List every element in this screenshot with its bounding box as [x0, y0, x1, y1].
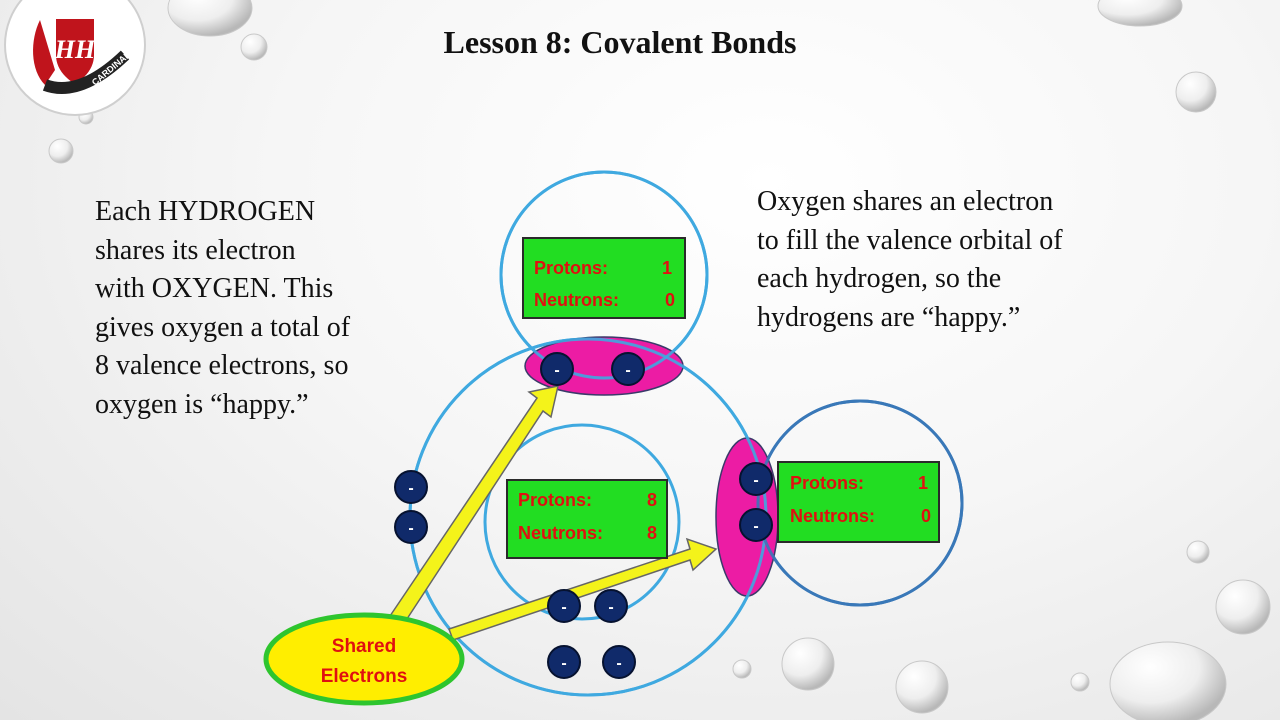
electron: -	[394, 470, 428, 504]
electron: -	[540, 352, 574, 386]
electron: -	[739, 462, 773, 496]
oxygen-info: Protons: 8 Neutrons: 8	[506, 479, 668, 559]
left-text-line: gives oxygen a total of	[95, 311, 351, 343]
protons-label: Protons:	[790, 473, 864, 493]
droplet	[1215, 579, 1271, 635]
neutrons-label: Neutrons:	[790, 506, 875, 526]
svg-text:-: -	[408, 480, 413, 497]
shared-label-line2: Electrons	[321, 666, 408, 687]
electron: -	[394, 510, 428, 544]
protons-value: 8	[647, 490, 657, 510]
shared-electrons-label: Shared Electrons	[263, 612, 465, 706]
svg-text:-: -	[625, 362, 630, 379]
svg-text:-: -	[561, 655, 566, 672]
droplet	[1097, 0, 1183, 27]
svg-text:-: -	[608, 599, 613, 616]
droplet	[167, 0, 253, 37]
right-text-line: to fill the valence orbital of	[757, 224, 1063, 256]
protons-value: 1	[918, 473, 928, 493]
left-text-line: with OXYGEN. This	[95, 273, 334, 304]
droplet	[732, 659, 752, 679]
left-text-line: 8 valence electrons, so	[95, 350, 349, 381]
right-hydrogen-info: Protons: 1 Neutrons: 0	[777, 461, 940, 543]
arrow-to-right-bond	[448, 537, 718, 641]
droplet	[1186, 540, 1210, 564]
electron: -	[594, 589, 628, 623]
svg-text:-: -	[753, 472, 758, 489]
electron: -	[611, 352, 645, 386]
right-text-line: hydrogens are “happy.”	[757, 301, 1021, 333]
neutrons-value: 8	[647, 523, 657, 543]
shared-label-line1: Shared	[332, 636, 396, 657]
droplet	[895, 660, 949, 714]
droplet	[240, 33, 268, 61]
svg-text:-: -	[616, 655, 621, 672]
electron: -	[547, 645, 581, 679]
electrons: - - - - - - - - - -	[394, 352, 773, 679]
svg-text:-: -	[554, 362, 559, 379]
svg-text:-: -	[561, 599, 566, 616]
electron: -	[602, 645, 636, 679]
arrow-to-top-bond	[388, 385, 559, 627]
right-explanation: Oxygen shares an electron to fill the va…	[757, 183, 1137, 337]
left-text-line: shares its electron	[95, 234, 296, 266]
page-title: Lesson 8: Covalent Bonds	[443, 24, 797, 60]
svg-text:-: -	[753, 518, 758, 535]
right-text-line: Oxygen shares an electron	[757, 186, 1054, 217]
neutrons-label: Neutrons:	[534, 290, 619, 310]
oxygen-inner-orbit	[483, 423, 681, 621]
protons-label: Protons:	[518, 490, 592, 510]
protons-value: 1	[662, 258, 672, 278]
droplet	[48, 138, 74, 164]
svg-text:-: -	[408, 520, 413, 537]
logo-letters: HH	[54, 35, 96, 64]
top-hydrogen-info: Protons: 1 Neutrons: 0	[522, 237, 686, 319]
neutrons-value: 0	[921, 506, 931, 526]
droplet	[1175, 71, 1217, 113]
droplet	[781, 637, 835, 691]
droplet	[1070, 672, 1090, 692]
left-text-line: oxygen is “happy.”	[95, 388, 309, 420]
neutrons-value: 0	[665, 290, 675, 310]
electron: -	[739, 508, 773, 542]
cardinal-icon	[33, 20, 55, 85]
right-text-line: each hydrogen, so the	[757, 263, 1002, 294]
left-explanation: Each HYDROGEN shares its electron with O…	[95, 193, 425, 424]
droplet	[1109, 641, 1227, 720]
neutrons-label: Neutrons:	[518, 523, 603, 543]
left-text-line: Each HYDROGEN	[95, 196, 316, 227]
electron: -	[547, 589, 581, 623]
protons-label: Protons:	[534, 258, 608, 278]
